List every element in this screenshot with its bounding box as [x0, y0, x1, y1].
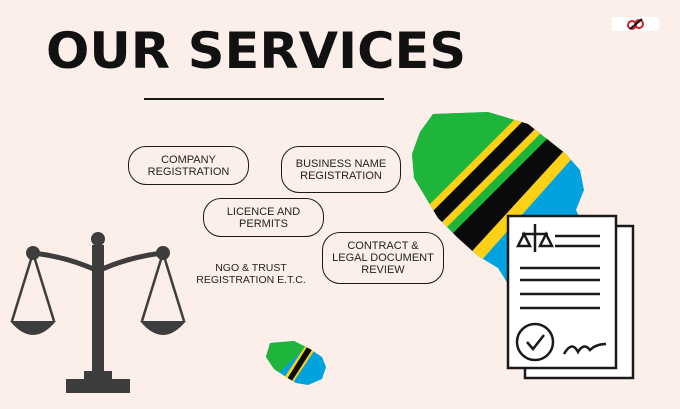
service-company-registration: COMPANY REGISTRATION [128, 146, 249, 185]
tanzania-map-small-icon [266, 341, 326, 385]
service-ngo-trust-registration: NGO & TRUST REGISTRATION E.T.C. [196, 262, 306, 286]
service-business-name-registration: BUSINESS NAME REGISTRATION [281, 146, 401, 193]
service-licence-and-permits: LICENCE AND PERMITS [203, 198, 324, 237]
page-title: OUR SERVICES [46, 22, 467, 80]
tanzania-map-icon [412, 112, 588, 292]
service-contract-legal-review: CONTRACT & LEGAL DOCUMENT REVIEW [322, 232, 444, 284]
brand-logo [612, 17, 659, 31]
scales-of-justice-icon [10, 232, 186, 393]
brand-logo-icon [627, 18, 644, 30]
legal-document-icon [506, 214, 635, 380]
title-underline [144, 98, 384, 100]
